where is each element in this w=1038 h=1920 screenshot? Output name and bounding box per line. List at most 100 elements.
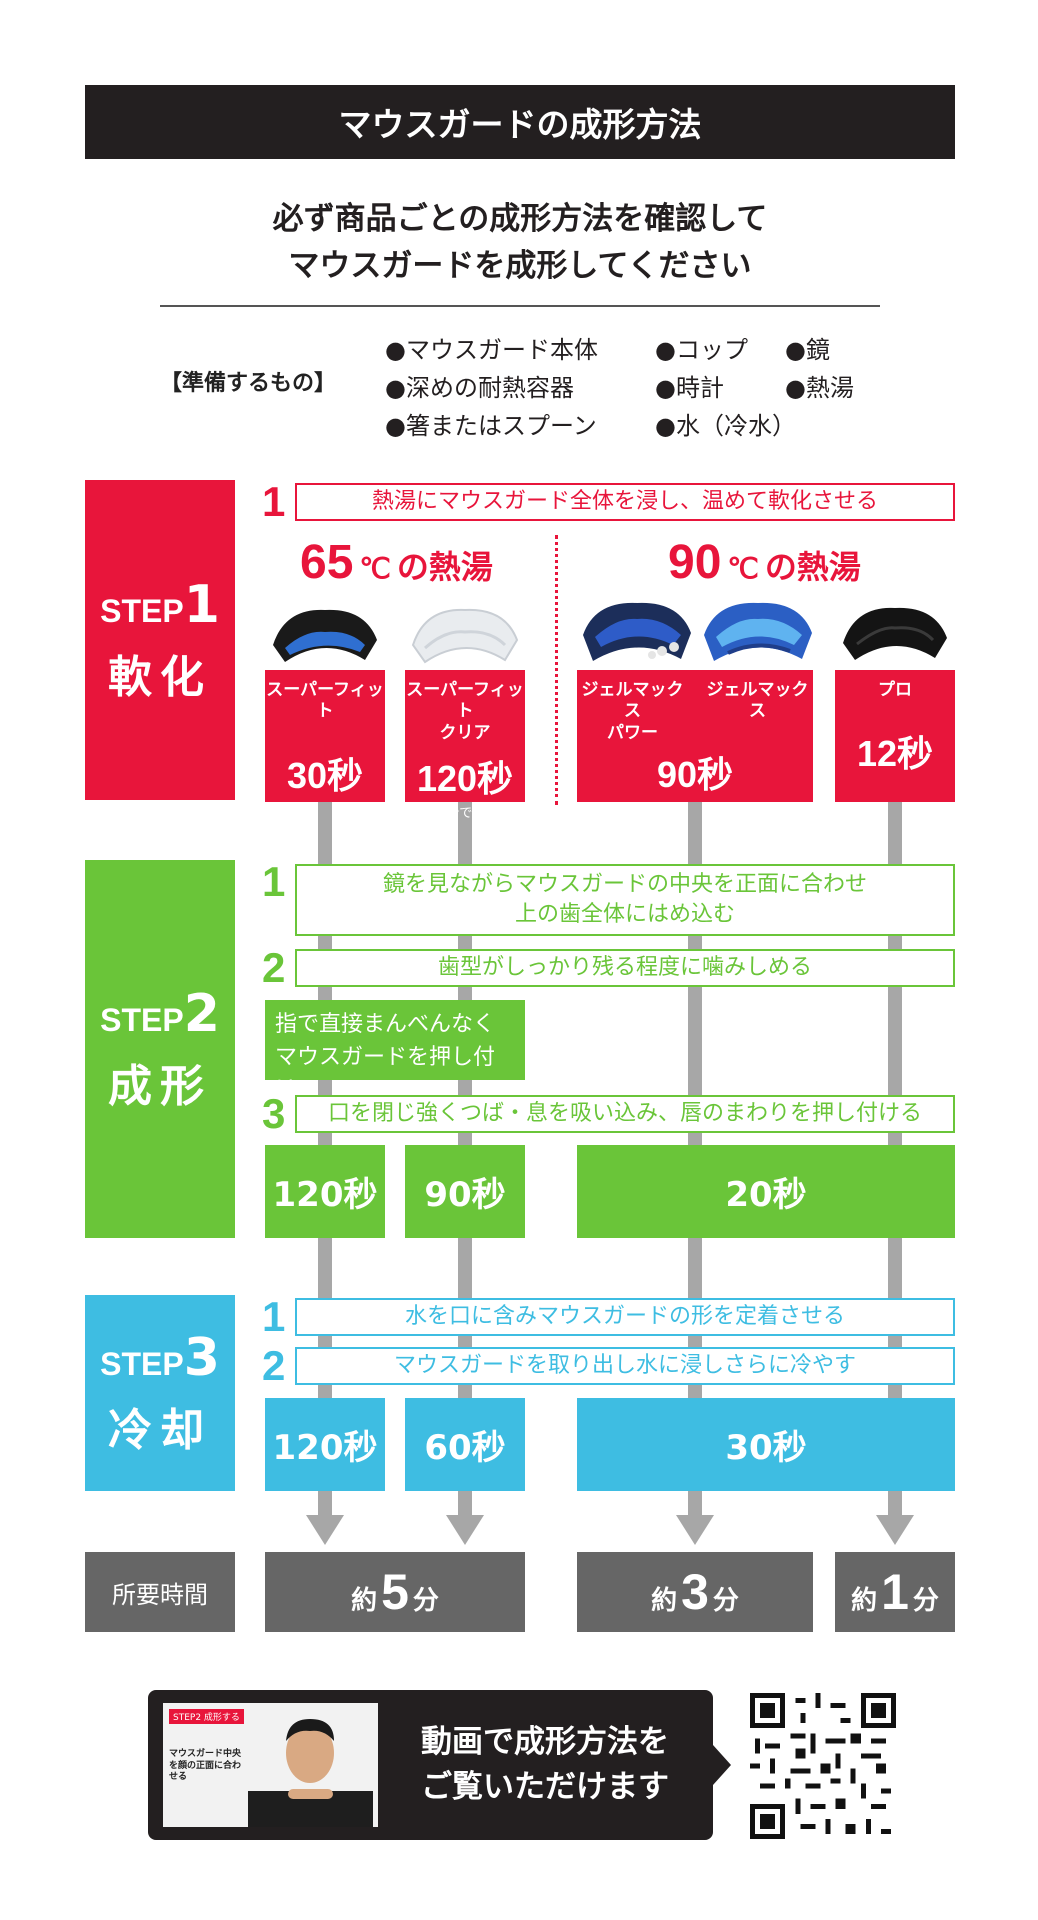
mouthguard-superfit-image: [273, 609, 377, 662]
product-name: スーパーフィット: [266, 680, 384, 722]
prep-item: ●コップ: [655, 336, 748, 364]
subtitle-line-1: 必ず商品ごとの成形方法を確認して: [272, 200, 768, 237]
step-2-instr-2-num: 2: [262, 944, 286, 991]
total-prefix: 約: [851, 1586, 878, 1616]
step-1-name: 軟化: [108, 652, 212, 703]
flow-arrow-head: [876, 1515, 914, 1545]
step-2-instruction-1: 鏡を見ながらマウスガードの中央を正面に合わせ 上の歯全体にはめ込む: [295, 864, 955, 936]
flow-arrow-head: [446, 1515, 484, 1545]
video-panel-pointer: [713, 1745, 731, 1785]
cool-time-superfit: 120秒: [265, 1398, 385, 1491]
soften-time: 120秒: [416, 757, 514, 799]
video-line-1: 動画で成形方法を: [421, 1724, 669, 1761]
step-2-instruction-1-line-2: 上の歯全体にはめ込む: [514, 902, 735, 927]
prep-item: ●マウスガード本体: [385, 336, 598, 364]
extra-line-1: 指で直接まんべんなく: [275, 1012, 496, 1037]
step-2-word: STEP: [100, 1002, 184, 1038]
step-1-number: 1: [183, 575, 220, 635]
product-name: ジェルマックス パワー: [581, 680, 684, 743]
video-thumbnail[interactable]: STEP2 成形する マウスガード中央を顔の正面に合わせる: [163, 1703, 378, 1827]
flow-arrow-head: [306, 1515, 344, 1545]
temp-suffix: の熱湯: [764, 549, 861, 585]
total-value: 5: [381, 1564, 409, 1620]
step-3-number: 3: [183, 1328, 220, 1388]
step-2-instruction-3: 口を閉じ強くつば・息を吸い込み、唇のまわりを押し付ける: [295, 1095, 955, 1133]
prep-item: ●水（冷水）: [655, 412, 796, 440]
temp-unit: ℃: [727, 553, 759, 584]
mouthguard-gelmax-power-image: [583, 602, 691, 661]
qr-code-icon[interactable]: [750, 1693, 896, 1839]
temp-65-value: 65: [300, 536, 354, 589]
mouthguard-pro-image: [843, 607, 947, 660]
step-2-instruction-1-line-1: 鏡を見ながらマウスガードの中央を正面に合わせ: [382, 872, 867, 898]
video-text: 動画で成形方法を ご覧いただけます: [385, 1703, 705, 1827]
product-name: ジェルマックス: [706, 680, 809, 722]
prep-item: ●鏡: [785, 336, 830, 364]
shape-time-superfit: 120秒: [265, 1145, 385, 1238]
step-3-word: STEP: [100, 1346, 184, 1382]
total-unit: 分: [912, 1586, 939, 1616]
step-3-name: 冷却: [108, 1405, 212, 1456]
step-3-instruction-1: 水を口に含みマウスガードの形を定着させる: [295, 1298, 955, 1336]
total-prefix: 約: [351, 1586, 378, 1616]
cool-time-gelmax-pro: 30秒: [577, 1398, 955, 1491]
total-value: 3: [681, 1564, 709, 1620]
divider: [160, 305, 880, 307]
step-2-number: 2: [183, 984, 220, 1044]
product-box-superfit-clear: スーパーフィット クリア 120秒 ※60秒で裏返す: [405, 670, 525, 821]
soften-time: 12秒: [856, 733, 934, 775]
prep-item: ●深めの耐熱容器: [385, 374, 574, 402]
prep-item: ●熱湯: [785, 374, 854, 402]
shape-time-gelmax-pro: 20秒: [577, 1145, 955, 1238]
soften-time: 90秒: [656, 753, 734, 795]
total-unit: 分: [712, 1586, 739, 1616]
step-3-instr-2-num: 2: [262, 1342, 286, 1389]
video-line-2: ご覧いただけます: [421, 1769, 669, 1805]
prep-item: ●時計: [655, 374, 724, 402]
temp-90-value: 90: [668, 536, 722, 589]
superfit-extra-instruction: 指で直接まんべんなく マウスガードを押し付ける: [265, 1000, 525, 1103]
step-2-name: 成形: [108, 1061, 212, 1112]
product-box-pro: プロ 12秒: [835, 670, 955, 802]
product-box-superfit: スーパーフィット 30秒: [265, 670, 385, 802]
flow-arrow-head: [676, 1515, 714, 1545]
subtitle-line-2: マウスガードを成形してください: [288, 247, 752, 284]
step-3-instr-1-num: 1: [262, 1293, 286, 1340]
total-value: 1: [881, 1564, 909, 1620]
soften-time: 30秒: [286, 754, 364, 796]
step-2-instr-3-num: 3: [262, 1090, 286, 1137]
person-image: [248, 1719, 373, 1827]
temp-suffix: の熱湯: [396, 549, 493, 585]
product-name: スーパーフィット クリア: [406, 680, 524, 743]
mouthguard-superfit-clear-image: [411, 608, 519, 664]
temp-separator: [555, 535, 558, 805]
step-2-instruction-2: 歯型がしっかり残る程度に噛みしめる: [295, 949, 955, 987]
product-box-gelmax: ジェルマックス パワー ジェルマックス 90秒: [577, 670, 813, 802]
step-2-instr-1-num: 1: [262, 858, 286, 905]
total-time-label: 所要時間: [85, 1552, 235, 1632]
product-name: プロ: [878, 680, 912, 700]
step-1-instruction: 熱湯にマウスガード全体を浸し、温めて軟化させる: [295, 483, 955, 521]
temp-unit: ℃: [359, 553, 391, 584]
page-title: マウスガードの成形方法: [85, 85, 955, 159]
cool-time-superfit-clear: 60秒: [405, 1398, 525, 1491]
step-1-instr-num: 1: [262, 478, 286, 525]
shape-time-superfit-clear: 90秒: [405, 1145, 525, 1238]
total-prefix: 約: [651, 1586, 678, 1616]
soften-note: ※60秒で裏返す: [418, 805, 512, 821]
mouthguard-gelmax-image: [704, 602, 812, 661]
thumb-caption: マウスガード中央を顔の正面に合わせる: [169, 1749, 242, 1783]
prep-label: 【準備するもの】: [160, 371, 337, 396]
thumb-tag: STEP2 成形する: [169, 1709, 244, 1724]
total-unit: 分: [412, 1586, 439, 1616]
step-1-word: STEP: [100, 593, 184, 629]
prep-item: ●箸またはスプーン: [385, 412, 597, 440]
step-3-instruction-2: マウスガードを取り出し水に浸しさらに冷やす: [295, 1347, 955, 1385]
